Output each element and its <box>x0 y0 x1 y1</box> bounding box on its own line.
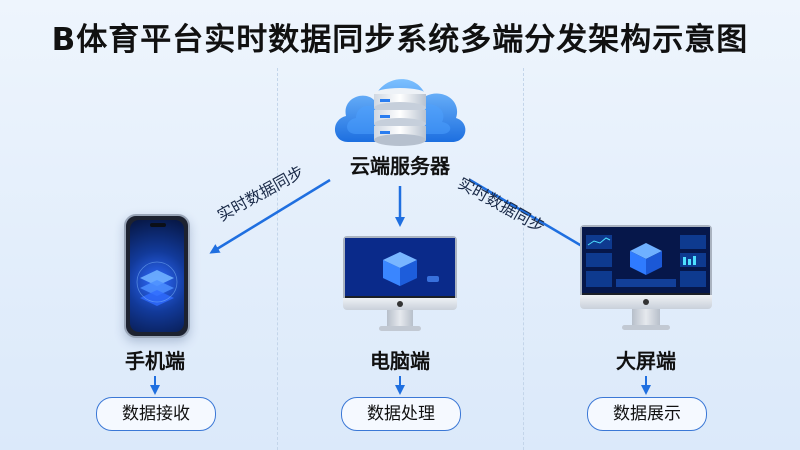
arrow-to-phone <box>209 178 331 254</box>
device-label-desktop: 电脑端 <box>370 349 430 373</box>
page-title: B体育平台实时数据同步系统多端分发架构示意图 <box>51 22 749 58</box>
cloud-server-icon <box>334 79 466 146</box>
action-pill-receive: 数据接收 <box>96 397 216 431</box>
device-label-phone: 手机端 <box>125 349 185 373</box>
cloud-server-label: 云端服务器 <box>350 154 450 178</box>
column-divider-right <box>523 68 524 450</box>
action-pill-display: 数据展示 <box>587 397 707 431</box>
arrow-to-bigscreen <box>469 178 595 254</box>
phone-stack-icon <box>136 261 178 306</box>
desktop-screen-graphic <box>345 238 455 296</box>
bigscreen-dashboard-graphic <box>582 227 710 293</box>
phone-screen <box>130 220 184 332</box>
desktop-monitor <box>343 236 457 332</box>
bigscreen-monitor <box>580 225 712 333</box>
phone-device <box>124 214 190 338</box>
action-pill-process: 数据处理 <box>341 397 461 431</box>
device-label-bigscreen: 大屏端 <box>616 349 676 373</box>
column-divider-left <box>277 68 278 450</box>
